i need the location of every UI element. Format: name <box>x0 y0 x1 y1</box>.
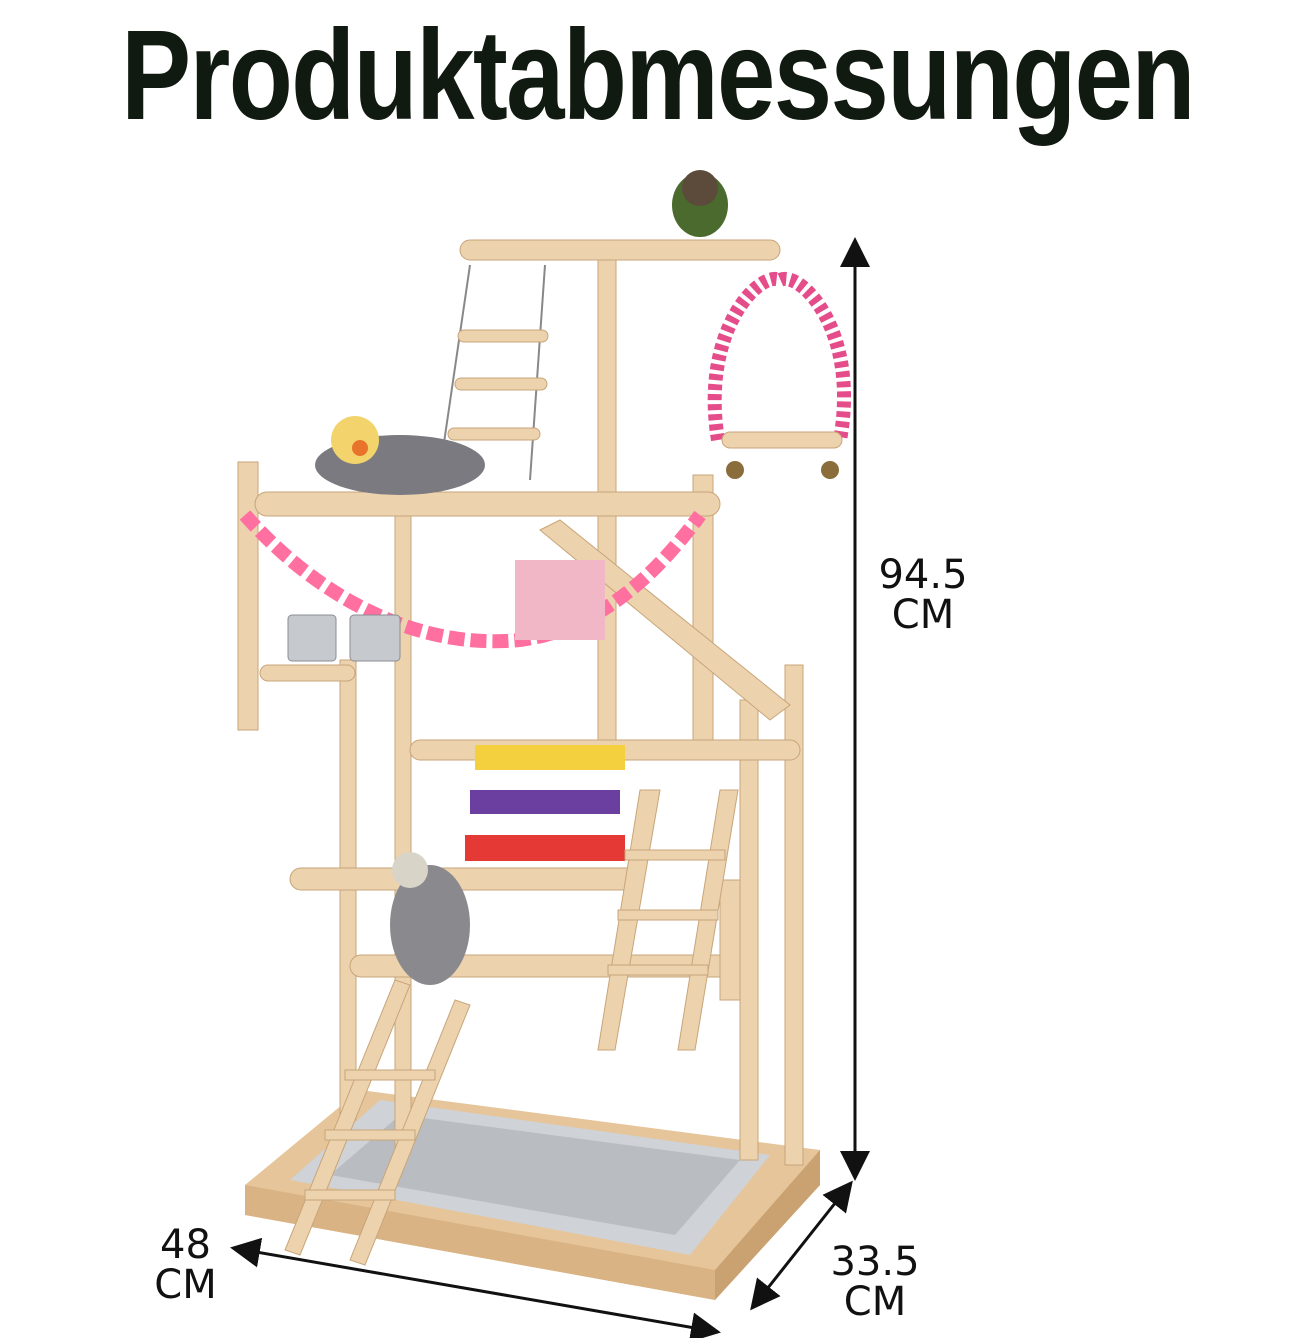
depth-dimension: 33.5 CM <box>820 1242 930 1322</box>
bead-swing <box>707 271 852 479</box>
depth-value: 33.5 <box>830 1239 920 1285</box>
top-ladder <box>439 264 549 481</box>
depth-unit: CM <box>843 1279 907 1325</box>
width-value: 48 <box>160 1222 211 1268</box>
page-title: Produktabmessungen <box>121 3 1195 147</box>
height-value: 94.5 <box>878 552 968 598</box>
food-cups <box>287 614 401 662</box>
width-arrow <box>230 1237 721 1338</box>
birds <box>315 170 728 985</box>
side-ladders <box>284 789 739 1266</box>
width-dimension: 48 CM <box>138 1225 233 1305</box>
frame-posts <box>237 254 804 1166</box>
width-unit: CM <box>154 1262 217 1308</box>
height-dimension: 94.5 CM <box>868 555 978 635</box>
plastic-chain <box>239 510 706 649</box>
depth-arrow <box>750 1180 853 1311</box>
height-unit: CM <box>891 592 955 638</box>
hanging-toy <box>465 560 625 861</box>
